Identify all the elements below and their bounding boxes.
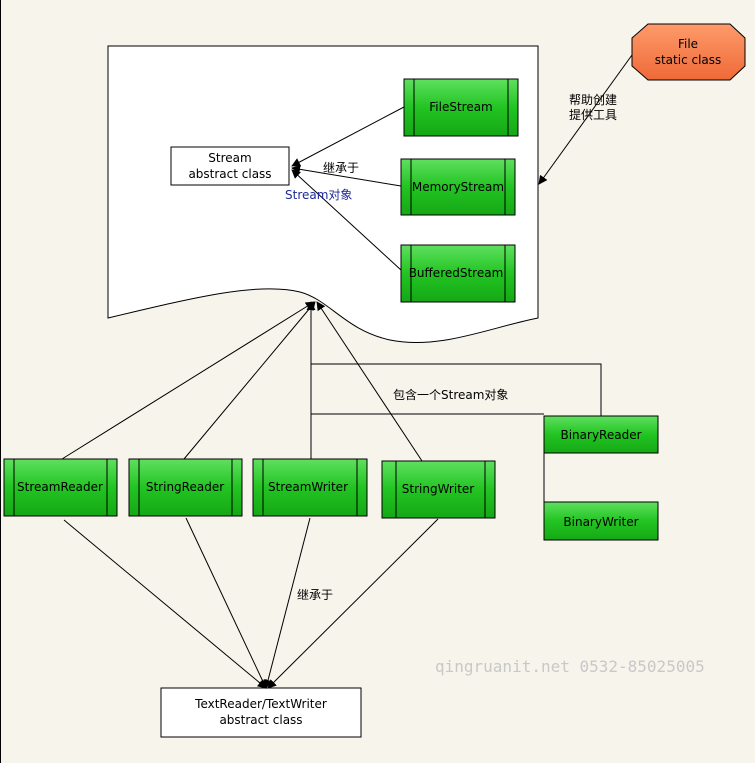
memorystream-label: MemoryStream	[412, 180, 504, 194]
streamwriter-label: StreamWriter	[268, 480, 348, 494]
edge-bufferedstream-to-stream	[291, 169, 402, 271]
filestream-node[interactable]: FileStream	[403, 78, 519, 137]
streamreader-label: StreamReader	[17, 480, 103, 494]
help-create-label-line2: 提供工具	[569, 107, 617, 122]
edge-streamwriter-to-textreader	[263, 517, 311, 689]
streamwriter-node[interactable]: StreamWriter	[252, 458, 368, 517]
stream-abstract-line2: abstract class	[188, 167, 271, 181]
stringwriter-label: StringWriter	[402, 482, 474, 496]
file-static-line1: File	[678, 37, 698, 51]
stream-object-label: Stream对象	[285, 188, 352, 202]
edge-stringwriter-to-textreader	[267, 518, 439, 689]
edge-binaryreader-to-stream	[311, 363, 602, 416]
edge-stringreader-to-stream	[183, 301, 316, 460]
stringreader-label: StringReader	[146, 480, 224, 494]
file-static-line2: static class	[655, 53, 722, 67]
stream-abstract-class-node[interactable]: Stream abstract class	[170, 146, 290, 186]
contains-stream-label: 包含一个Stream对象	[393, 387, 508, 402]
binaryreader-node[interactable]: BinaryReader	[543, 415, 659, 454]
file-static-class-node[interactable]: File static class	[631, 23, 746, 81]
binaryreader-label: BinaryReader	[560, 428, 641, 442]
binarywriter-node[interactable]: BinaryWriter	[543, 501, 659, 541]
filestream-label: FileStream	[429, 100, 493, 114]
streamreader-node[interactable]: StreamReader	[3, 458, 118, 517]
stream-abstract-line1: Stream	[208, 151, 251, 165]
textreader-textwriter-line1: TextReader/TextWriter	[194, 697, 327, 711]
stringreader-node[interactable]: StringReader	[128, 458, 243, 517]
bufferedstream-label: BufferedStream	[409, 266, 504, 280]
watermark-text: qingruanit.net 0532-85025005	[435, 657, 705, 676]
edge-stringreader-to-textreader	[185, 517, 267, 689]
edge-streamreader-to-stream	[61, 301, 315, 460]
textreader-textwriter-line2: abstract class	[219, 713, 302, 727]
stringwriter-node[interactable]: StringWriter	[381, 460, 496, 519]
edge-file-to-stream-document	[538, 54, 633, 185]
bufferedstream-node[interactable]: BufferedStream	[400, 244, 516, 303]
inherits-top-label: 继承于	[323, 161, 359, 175]
help-create-label-line1: 帮助创建	[569, 93, 617, 107]
edge-memorystream-to-stream	[291, 164, 402, 187]
memorystream-node[interactable]: MemoryStream	[400, 158, 516, 216]
edge-stringwriter-to-stream	[316, 301, 423, 462]
edge-streamreader-to-textreader	[63, 519, 267, 689]
textreader-textwriter-node[interactable]: TextReader/TextWriter abstract class	[160, 687, 362, 738]
inherits-bottom-label: 继承于	[297, 588, 333, 602]
binarywriter-label: BinaryWriter	[563, 515, 638, 529]
edge-filestream-to-stream	[291, 106, 405, 167]
